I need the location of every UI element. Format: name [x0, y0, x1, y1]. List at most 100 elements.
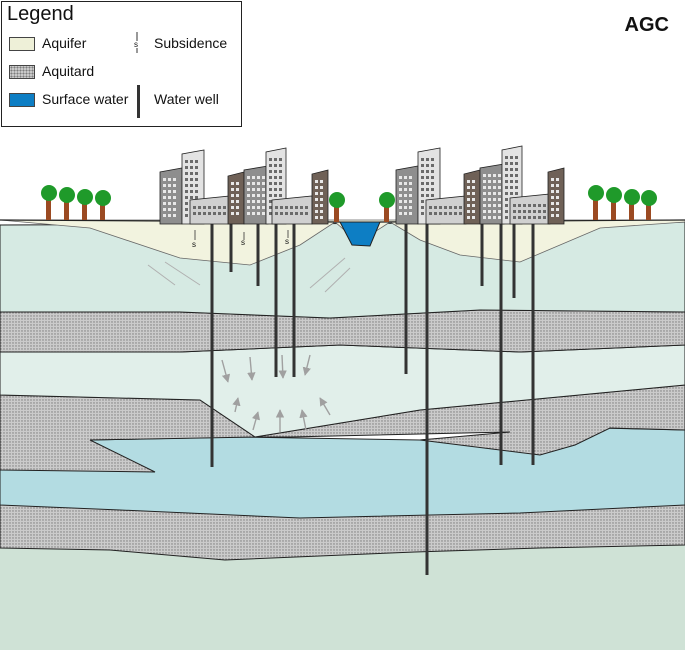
building-window	[472, 186, 475, 189]
building-window	[449, 206, 452, 209]
building-window	[290, 206, 293, 209]
building-window	[269, 212, 272, 215]
building-window	[431, 158, 434, 161]
building-window	[493, 198, 496, 201]
building-window	[269, 194, 272, 197]
building-window	[483, 204, 486, 207]
building-window	[315, 210, 318, 213]
building-window	[315, 216, 318, 219]
building-window	[483, 216, 486, 219]
building-window	[434, 206, 437, 209]
building-window	[320, 210, 323, 213]
building-window	[285, 212, 288, 215]
building-window	[421, 200, 424, 203]
building-window	[262, 200, 265, 203]
legend-subsidence-label: Subsidence	[154, 35, 228, 51]
building-window	[498, 210, 501, 213]
building-window	[198, 206, 201, 209]
building-window	[488, 180, 491, 183]
building-window	[280, 206, 283, 209]
building-window	[426, 182, 429, 185]
building-window	[493, 180, 496, 183]
tree-near-river-right	[379, 192, 395, 222]
building-window	[231, 200, 234, 203]
building-window	[305, 212, 308, 215]
building-window	[467, 186, 470, 189]
legend-aquitard-label: Aquitard	[42, 63, 95, 79]
building-window	[498, 174, 501, 177]
building-window	[538, 204, 541, 207]
building-window	[528, 210, 531, 213]
building-window	[404, 176, 407, 179]
building-window	[247, 212, 250, 215]
building-window	[404, 212, 407, 215]
building-window	[195, 172, 198, 175]
building-window	[295, 212, 298, 215]
building-window	[518, 210, 521, 213]
building-window	[518, 216, 521, 219]
building-window	[467, 204, 470, 207]
building-window	[399, 194, 402, 197]
building-window	[493, 192, 496, 195]
building-window	[315, 204, 318, 207]
building-window	[236, 182, 239, 185]
building-window	[523, 216, 526, 219]
building-window	[513, 204, 516, 207]
legend-box: Legend Aquifer Aquitard Surface water s …	[1, 1, 242, 127]
building-window	[168, 196, 171, 199]
building-window	[556, 208, 559, 211]
building-window	[218, 212, 221, 215]
building-window	[533, 216, 536, 219]
building-window	[467, 180, 470, 183]
building-window	[498, 198, 501, 201]
building-window	[538, 216, 541, 219]
building-window	[320, 186, 323, 189]
building-window	[505, 162, 508, 165]
building-window	[510, 174, 513, 177]
building-window	[467, 210, 470, 213]
building-window	[195, 160, 198, 163]
building-window	[274, 164, 277, 167]
legend-title: Legend	[7, 3, 74, 25]
building-window	[279, 194, 282, 197]
building-window	[399, 176, 402, 179]
building-window	[488, 186, 491, 189]
building-window	[269, 164, 272, 167]
building-window	[431, 170, 434, 173]
building-window	[257, 206, 260, 209]
building-window	[173, 202, 176, 205]
building-window	[173, 190, 176, 193]
building	[311, 169, 329, 225]
building-window	[409, 194, 412, 197]
building-window	[472, 198, 475, 201]
building-window	[262, 176, 265, 179]
building-window	[431, 182, 434, 185]
building-window	[320, 180, 323, 183]
building-window	[551, 208, 554, 211]
water-well-icon	[137, 85, 140, 118]
building-window	[274, 158, 277, 161]
building-window	[195, 178, 198, 181]
building-window	[279, 188, 282, 191]
building-window	[409, 176, 412, 179]
building-window	[488, 204, 491, 207]
building-window	[195, 190, 198, 193]
building-window	[173, 178, 176, 181]
building-window	[505, 156, 508, 159]
svg-text:s: s	[285, 237, 289, 246]
building-window	[551, 202, 554, 205]
building-window	[515, 192, 518, 195]
building-window	[454, 206, 457, 209]
building-window	[231, 182, 234, 185]
building-window	[409, 182, 412, 185]
building-window	[315, 180, 318, 183]
building-window	[185, 202, 188, 205]
svg-text:s: s	[134, 40, 138, 49]
building-window	[493, 210, 496, 213]
building-window	[472, 204, 475, 207]
building-window	[218, 206, 221, 209]
building-window	[421, 164, 424, 167]
subsidence-icon: s	[134, 32, 138, 53]
flow-arrows	[221, 354, 331, 432]
building-window	[279, 182, 282, 185]
